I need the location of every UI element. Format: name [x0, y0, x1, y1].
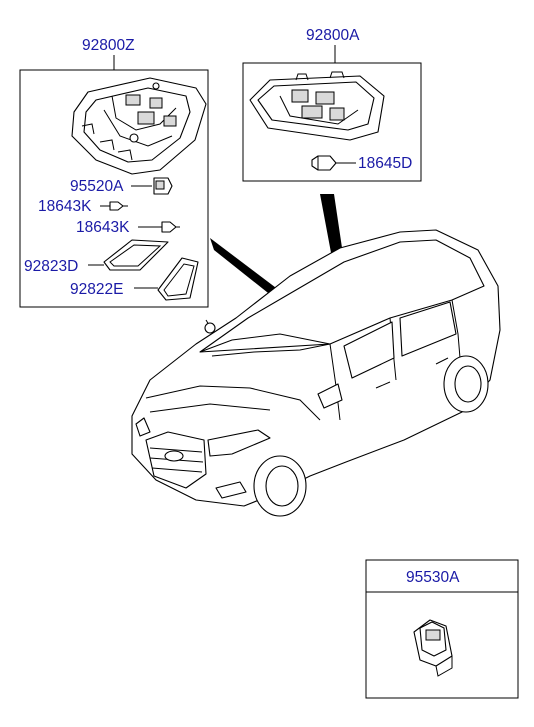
label-92823D[interactable]: 92823D	[24, 258, 78, 275]
lens-92823D	[103, 239, 169, 271]
label-18643K-2[interactable]: 18643K	[76, 219, 130, 236]
bulb-18643K-1	[109, 201, 128, 211]
label-95530A[interactable]: 95530A	[406, 569, 460, 586]
label-92822E[interactable]: 92822E	[70, 281, 123, 298]
rear-room-lamp-assembly	[249, 71, 385, 141]
label-18643K-1[interactable]: 18643K	[38, 198, 92, 215]
front-room-lamp-group: 92800Z 95520A 18643K	[19, 37, 209, 308]
group-frame-switch	[365, 559, 519, 699]
switch-95520A	[153, 177, 173, 195]
label-18645D[interactable]: 18645D	[358, 155, 412, 172]
lens-92822E	[157, 257, 199, 301]
rear-room-lamp-group: 92800A 18645D	[242, 27, 422, 182]
group-frame-rear	[242, 62, 422, 182]
vehicle-illustration	[131, 229, 501, 517]
bulb-18645D	[311, 155, 337, 171]
switch-95530A	[413, 619, 453, 677]
label-92800Z[interactable]: 92800Z	[82, 37, 135, 54]
bulb-18643K-2	[161, 221, 180, 233]
separate-switch-group: 95530A	[365, 559, 519, 699]
group-frame-front	[19, 69, 209, 308]
label-92800A[interactable]: 92800A	[306, 27, 360, 44]
label-95520A[interactable]: 95520A	[70, 178, 124, 195]
front-map-lamp-assembly	[71, 77, 207, 175]
